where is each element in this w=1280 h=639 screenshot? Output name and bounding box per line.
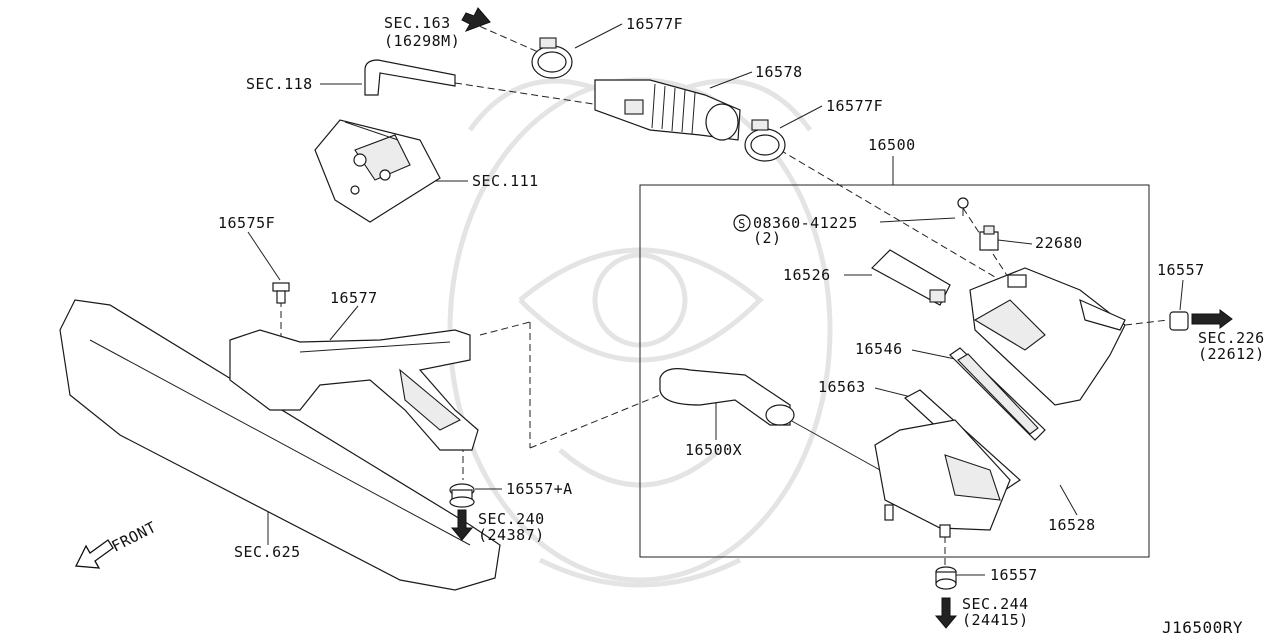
label-16546: 16546 <box>855 340 903 358</box>
label-sec111: SEC.111 <box>472 172 539 190</box>
grommet-16557-bottom <box>935 566 957 590</box>
label-16557A: 16557+A <box>506 480 573 498</box>
label-16577: 16577 <box>330 289 378 307</box>
label-16528: 16528 <box>1048 516 1096 534</box>
core-support-sec625 <box>59 299 501 591</box>
label-sec240-ref: (24387) <box>478 526 545 544</box>
label-16575F: 16575F <box>218 214 275 232</box>
grommet-16557A <box>449 483 475 508</box>
label-22680: 22680 <box>1035 234 1083 252</box>
filter-element-16546 <box>949 347 1046 441</box>
label-sec240: SEC.240 <box>478 510 545 528</box>
upper-case <box>969 267 1126 406</box>
label-sec163-ref: (16298M) <box>384 32 460 50</box>
circle-s-icon <box>733 214 751 232</box>
label-sec226: SEC.226 <box>1198 329 1265 347</box>
label-sec226-ref: (22612) <box>1198 345 1265 363</box>
arrow-sec226-icon <box>1191 309 1233 329</box>
lower-case-16528 <box>874 419 1011 538</box>
arrow-sec240-icon <box>450 509 474 541</box>
core-support-edge <box>89 339 471 546</box>
assembly-frame-16500 <box>639 184 1150 558</box>
label-16577F-top: 16577F <box>626 15 683 33</box>
clamp-16577F-mid <box>744 119 786 162</box>
label-sec625: SEC.625 <box>234 543 301 561</box>
hose-sec118 <box>364 59 456 96</box>
arrow-sec163-icon <box>461 7 491 32</box>
grommet-16557-right <box>1169 311 1189 331</box>
label-sec244-ref: (24415) <box>962 611 1029 629</box>
label-16500: 16500 <box>868 136 916 154</box>
label-16577F-mid: 16577F <box>826 97 883 115</box>
label-sec118: SEC.118 <box>246 75 313 93</box>
diagram-id: J16500RY <box>1162 618 1243 637</box>
label-bolt-qty: (2) <box>753 229 782 247</box>
valve-cover-sec111 <box>314 119 441 223</box>
label-16563: 16563 <box>818 378 866 396</box>
bolt-16575F <box>272 282 290 304</box>
cover-16526 <box>871 249 951 306</box>
leader-lines <box>247 23 1184 576</box>
label-16557-bottom: 16557 <box>990 566 1038 584</box>
label-16500X: 16500X <box>685 441 742 459</box>
label-16557-right: 16557 <box>1157 261 1205 279</box>
label-16526: 16526 <box>783 266 831 284</box>
assembly-dashed-lines <box>280 21 1169 565</box>
arrow-sec244-icon <box>934 597 958 629</box>
circle-s-letter: S <box>738 217 746 231</box>
label-bolt: 08360-41225 <box>753 214 858 232</box>
front-arrow-icon <box>74 539 114 569</box>
label-sec244: SEC.244 <box>962 595 1029 613</box>
label-16578: 16578 <box>755 63 803 81</box>
duct-16578 <box>594 79 741 141</box>
sensor-22680 <box>979 225 999 251</box>
inlet-duct-16500X <box>659 368 795 426</box>
air-guide-16577 <box>229 329 479 451</box>
screw-08360 <box>957 197 969 216</box>
label-front: FRONT <box>109 518 160 556</box>
clamp-16577F-top <box>531 37 573 79</box>
label-sec163: SEC.163 <box>384 14 451 32</box>
